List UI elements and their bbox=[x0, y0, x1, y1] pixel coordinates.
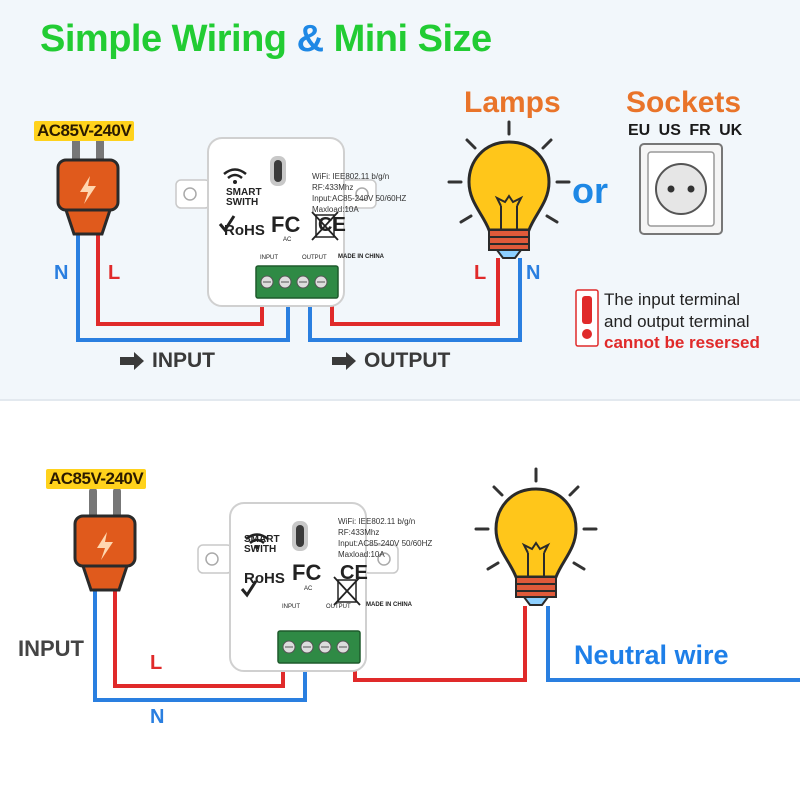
ce-logo: CE bbox=[318, 214, 346, 236]
terminal-output-label-bottom: OUTPUT bbox=[326, 604, 351, 610]
power-voltage-label-bottom: AC85V-240V bbox=[46, 469, 147, 489]
terminal-input-label: INPUT bbox=[260, 255, 278, 261]
device-name-line2-bottom: SWITH bbox=[244, 544, 277, 555]
neutral-wire-letter-bottom: N bbox=[150, 706, 165, 728]
lamps-label: Lamps bbox=[464, 86, 561, 119]
bottom-input-label: INPUT bbox=[18, 636, 84, 661]
power-voltage-label: AC85V-240V bbox=[34, 121, 135, 141]
warning-line3: cannot be resersed bbox=[604, 333, 760, 352]
bottom-panel bbox=[0, 400, 800, 800]
neutral-wire-label: Neutral wire bbox=[574, 640, 729, 670]
neutral-input-label: N bbox=[54, 262, 69, 284]
live-output-label: L bbox=[474, 262, 487, 284]
fc-logo-bottom: FC bbox=[292, 560, 322, 585]
input-flow-label: INPUT bbox=[152, 349, 215, 372]
live-input-label: L bbox=[108, 262, 121, 284]
arrow-right-icon bbox=[332, 352, 356, 370]
title-part1: Simple Wiring bbox=[40, 18, 287, 60]
title-part2: Mini Size bbox=[333, 18, 493, 60]
rohs-logo: RoHS bbox=[224, 222, 265, 239]
device-spec-maxload: Maxload:10A bbox=[312, 205, 359, 214]
device-spec-wifi: WiFi: IEE802.11 b/g/n bbox=[312, 172, 390, 181]
device-name-line1: SMART bbox=[226, 187, 262, 198]
or-label: or bbox=[572, 170, 608, 211]
made-in-label: MADE IN CHINA bbox=[338, 254, 384, 260]
warning-icon bbox=[575, 289, 599, 347]
device-spec-input-bottom: Input:AC85-240V 50/60HZ bbox=[338, 539, 433, 548]
device-spec-input: Input:AC85-240V 50/60HZ bbox=[312, 194, 407, 203]
page-title: Simple Wiring & Mini Size bbox=[40, 18, 492, 61]
device-name-line2: SWITH bbox=[226, 197, 259, 208]
terminal-ac-label-bottom: AC bbox=[304, 586, 313, 592]
power-plug-icon bbox=[56, 130, 120, 236]
terminal-ac-label: AC bbox=[283, 237, 292, 243]
warning-line1: The input terminal bbox=[604, 290, 741, 309]
terminal-output-label: OUTPUT bbox=[302, 255, 327, 261]
sockets-label: Sockets bbox=[626, 86, 742, 119]
light-bulb-icon bbox=[474, 467, 598, 607]
device-spec-wifi-bottom: WiFi: IEE802.11 b/g/n bbox=[338, 517, 416, 526]
neutral-output-label: N bbox=[526, 262, 541, 284]
wall-socket-icon bbox=[639, 143, 723, 235]
live-wire-label-bottom: L bbox=[150, 652, 163, 674]
device-name-line1-bottom: SMART bbox=[244, 534, 280, 545]
power-plug-icon bbox=[73, 486, 137, 592]
ce-logo-bottom: CE bbox=[340, 562, 368, 584]
arrow-right-icon bbox=[120, 352, 144, 370]
title-ampersand: & bbox=[296, 18, 324, 60]
device-spec-rf-bottom: RF:433Mhz bbox=[338, 528, 380, 537]
made-in-label-bottom: MADE IN CHINA bbox=[366, 602, 412, 608]
device-spec-maxload-bottom: Maxload:10A bbox=[338, 550, 385, 559]
rohs-logo-bottom: RoHS bbox=[244, 570, 285, 587]
light-bulb-icon bbox=[447, 120, 571, 260]
output-flow-label: OUTPUT bbox=[364, 349, 451, 372]
fc-logo: FC bbox=[271, 212, 301, 237]
device-spec-rf: RF:433Mhz bbox=[312, 183, 354, 192]
panel-divider bbox=[0, 399, 800, 401]
terminal-input-label-bottom: INPUT bbox=[282, 604, 300, 610]
socket-regions-label: EU US FR UK bbox=[628, 122, 743, 139]
warning-line2: and output terminal bbox=[604, 312, 750, 331]
